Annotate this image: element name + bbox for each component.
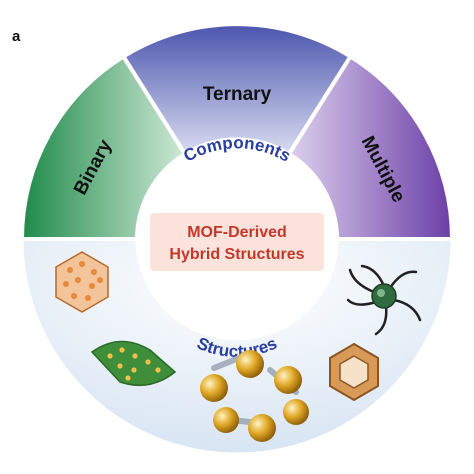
polyhedron-nanoparticle-illustration [55,251,109,313]
structures-segment [20,237,454,456]
core-polymer-illustration [346,264,422,336]
ternary-segment [120,22,354,157]
center-title-line1: MOF-Derived [187,224,287,241]
hollow-polyhedron-illustration [329,342,379,402]
nanosheet-illustration [90,340,177,387]
binary-segment [19,53,188,241]
ternary-label: Ternary [203,84,272,105]
center-title-box [150,213,324,271]
multiple-segment [286,53,455,241]
panel-label: a [12,28,21,45]
sphere-ring-illustration [200,350,309,442]
center-title-line2: Hybrid Structures [169,246,304,263]
